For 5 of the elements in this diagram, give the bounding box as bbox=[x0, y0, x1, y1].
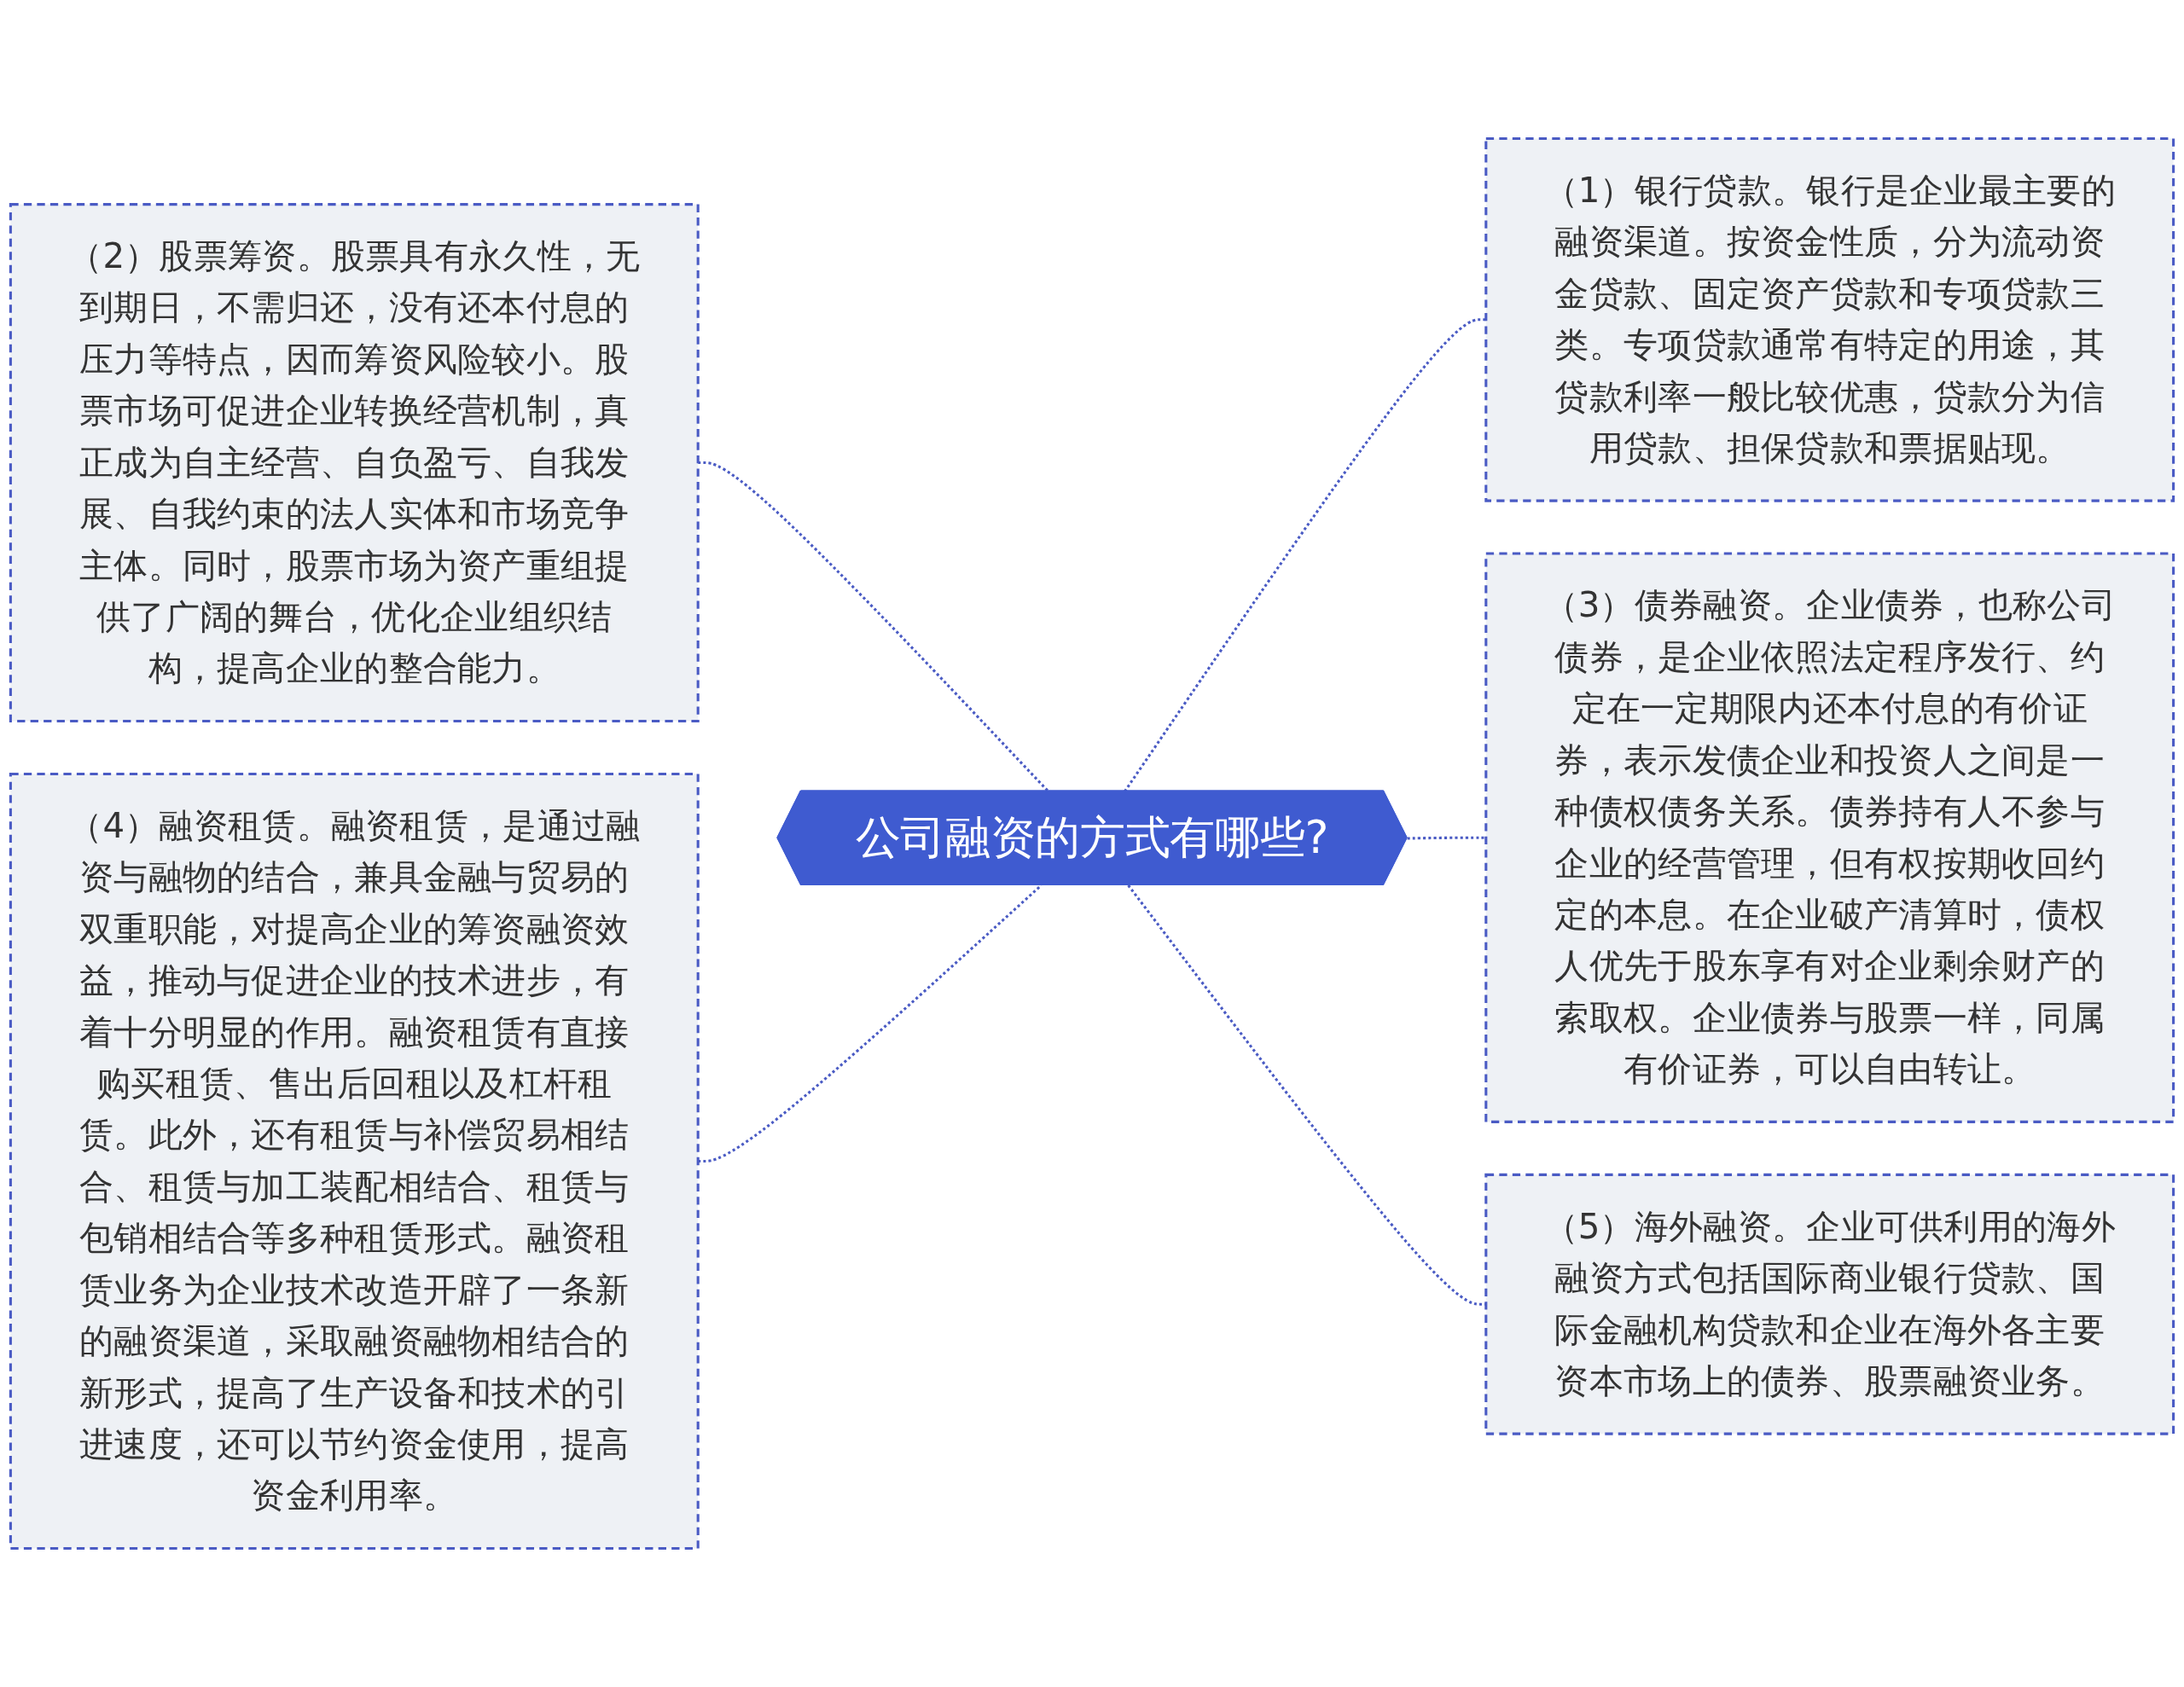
node-box: （1）银行贷款。银行是企业最主要的融资渠道。按资金性质，分为流动资金贷款、固定资产贷款和专项贷款三类。专项贷款通常有特定的用途，其贷款利率一般比较优惠，贷款分为信用贷款、担保贷款和票据贴现。 bbox=[1484, 136, 2175, 502]
node-box: （5）海外融资。企业可供利用的海外融资方式包括国际商业银行贷款、国际金融机构贷款和企业在海外各主要资本市场上的债券、股票融资业务。 bbox=[1484, 1173, 2175, 1435]
node-box: （4）融资租赁。融资租赁，是通过融资与融物的结合，兼具金融与贸易的双重职能，对提高企业的筹资融资效益，推动与促进企业的技术进步，有着十分明显的作用。融资租赁有直接购买租赁、售出后回租以及杠杆租赁。此外，还有租赁与补偿贸易相结合、租赁与加工装配相结合、租赁与包销相结合等多种租赁形式。融资租赁业务为企业技术改造开辟了一条新的融资渠道，采取融资融物相结合的新形式，提高了生产设备和技术的引进速度，还可以节约资金使用，提高资金利用率。 bbox=[9, 772, 700, 1551]
node-box: （3）债券融资。企业债券，也称公司债券，是企业依照法定程序发行、约定在一定期限内还本付息的有价证券，表示发债企业和投资人之间是一种债权债务关系。债券持有人不参与企业的经营管理，但有权按期收回约定的本息。在企业破产清算时，债权人优先于股东享有对企业剩余财产的索取权。企业债券与股票一样，同属有价证券，可以自由转让。 bbox=[1484, 552, 2175, 1123]
node-box: （2）股票筹资。股票具有永久性，无到期日，不需归还，没有还本付息的压力等特点，因而筹资风险较小。股票市场可促进企业转换经营机制，真正成为自主经营、自负盈亏、自我发展、自我约束的法人实体和市场竞争主体。同时，股票市场为资产重组提供了广阔的舞台，优化企业组织结构，提高企业的整合能力。 bbox=[9, 203, 700, 722]
